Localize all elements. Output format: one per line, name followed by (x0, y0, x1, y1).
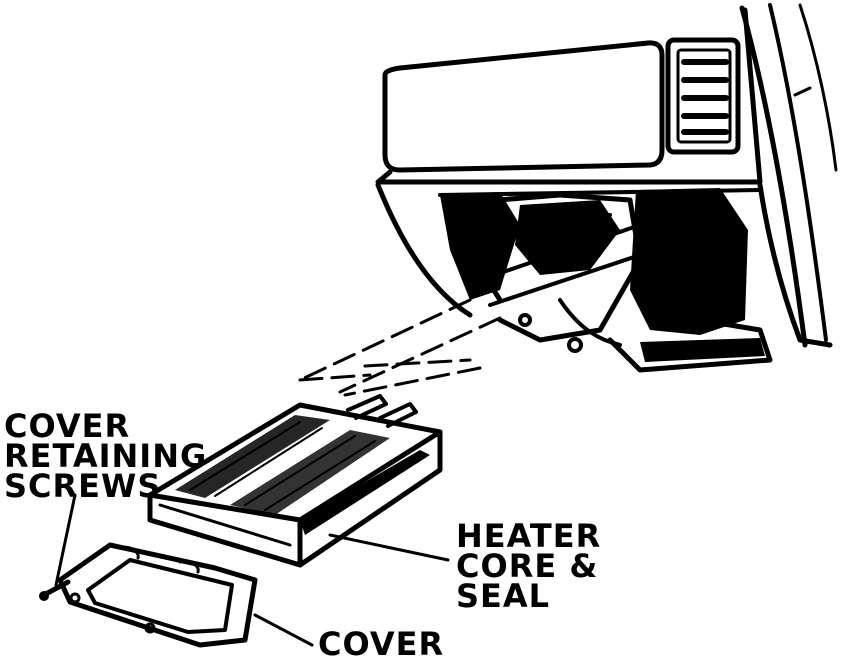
retaining-screw (39, 579, 71, 601)
heater-case-opening (440, 188, 773, 373)
label-cover-retaining-screws-line1: COVER (4, 407, 130, 445)
installation-path-lines (298, 298, 502, 397)
label-cover-retaining-screws-line3: SCREWS (4, 467, 161, 505)
air-vent (665, 37, 741, 155)
label-heater-core-seal-line2: CORE & (456, 547, 598, 585)
heater-core (147, 394, 443, 568)
label-cover-retaining-screws-line2: RETAINING (4, 437, 207, 475)
leader-lines (54, 493, 450, 647)
label-heater-core-seal-line1: HEATER (456, 517, 601, 555)
dashboard (375, 3, 838, 348)
heater-core-cover (57, 542, 258, 648)
label-heater-core-seal-line3: SEAL (456, 577, 550, 615)
label-cover: COVER (318, 625, 444, 658)
